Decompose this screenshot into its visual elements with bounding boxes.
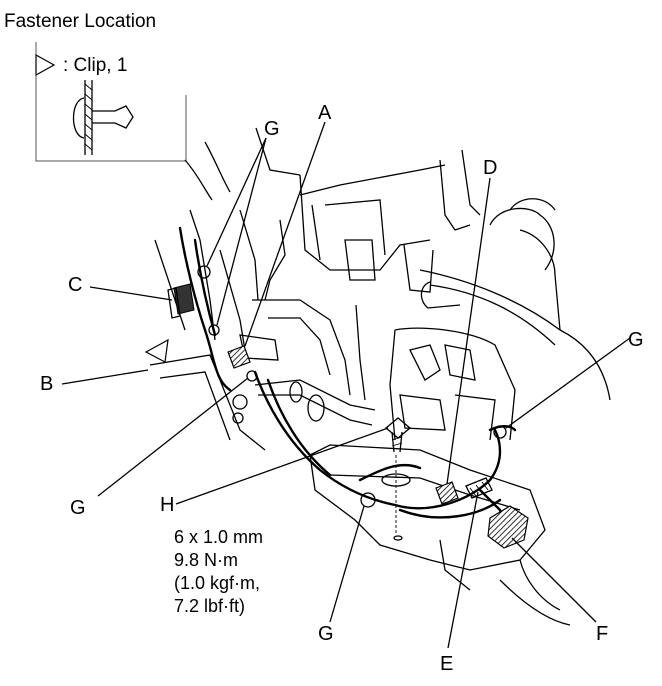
callout-a: A xyxy=(318,102,332,124)
callout-g-top: G xyxy=(264,118,280,140)
legend-clip-text: : Clip, 1 xyxy=(63,55,127,76)
diagram-title: Fastener Location xyxy=(4,11,156,32)
callout-c: C xyxy=(68,274,82,296)
connector-c xyxy=(167,283,195,319)
connector-a xyxy=(227,345,251,369)
callout-d: D xyxy=(483,157,497,179)
bolt-h xyxy=(381,417,412,541)
callout-g-left: G xyxy=(70,497,86,519)
callout-e: E xyxy=(440,653,453,675)
callout-h: H xyxy=(160,494,174,516)
bolt-spec: 6 x 1.0 mm 9.8 N·m (1.0 kgf·m, 7.2 lbf·f… xyxy=(174,527,263,616)
bolt-spec-torque-nm: 9.8 N·m xyxy=(174,550,238,570)
clip-marker-icon xyxy=(144,338,169,363)
harness-clip-g-right-icon xyxy=(493,425,507,439)
connector-f xyxy=(487,505,529,549)
harness-clip-g-mid-icon xyxy=(208,324,220,336)
bolt-spec-size: 6 x 1.0 mm xyxy=(174,527,263,547)
legend-box: : Clip, 1 xyxy=(35,42,187,162)
leader-lines xyxy=(61,121,631,649)
clip-detail-icon xyxy=(72,80,134,155)
connector-d xyxy=(435,481,459,505)
callout-b: B xyxy=(40,373,53,395)
callout-g-right: G xyxy=(628,329,644,351)
harness-clip-g-top-icon xyxy=(197,265,211,279)
clip-symbol-icon xyxy=(35,53,56,77)
callout-g-bottom: G xyxy=(318,623,334,645)
harness-clip-g-left-icon xyxy=(246,370,258,382)
bolt-spec-torque-lbf: 7.2 lbf·ft) xyxy=(174,596,245,616)
bolt-spec-torque-kgf: (1.0 kgf·m, xyxy=(174,573,260,593)
callout-f: F xyxy=(596,623,608,645)
harness-clip-g-bottom-icon xyxy=(360,492,376,508)
connector-e xyxy=(465,477,493,499)
dashboard-structure xyxy=(149,127,611,626)
